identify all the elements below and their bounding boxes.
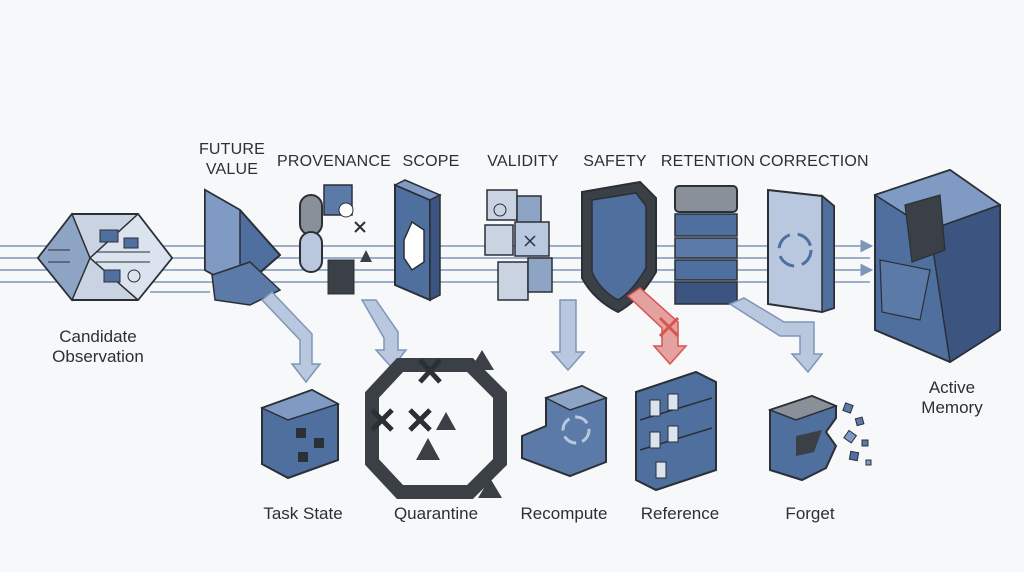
validity-gate-icon <box>484 189 553 301</box>
gate-label-correction: CORRECTION <box>759 153 869 170</box>
branch-label-task-state: Task State <box>263 504 343 523</box>
provenance-gate-icon <box>299 184 372 295</box>
gate-label-retention: RETENTION <box>660 153 756 170</box>
correction-gate-icon <box>767 188 835 314</box>
gate-label-future-value: FUTURE VALUE <box>198 141 266 178</box>
branch-label-forget: Forget <box>785 504 835 523</box>
active-memory-label: Active Memory <box>921 378 983 417</box>
gate-label-scope: SCOPE <box>402 153 460 170</box>
reference-icon <box>635 370 717 492</box>
safety-gate-icon <box>581 180 657 314</box>
candidate-observation-icon <box>36 212 174 302</box>
branch-arrows <box>260 290 824 384</box>
retention-gate-icon <box>674 185 738 305</box>
task-state-icon <box>260 388 340 480</box>
scope-gate-icon <box>393 179 442 302</box>
gate-label-validity: VALIDITY <box>487 153 559 170</box>
gate-label-provenance: PROVENANCE <box>276 153 392 170</box>
rejected-arrow <box>626 287 688 366</box>
branch-label-reference: Reference <box>640 504 720 523</box>
branch-label-recompute: Recompute <box>520 504 608 523</box>
gate-label-safety: SAFETY <box>583 153 647 170</box>
future-value-gate-icon <box>204 188 282 306</box>
quarantine-icon <box>365 350 507 499</box>
forget-icon <box>767 394 872 482</box>
candidate-observation-label: Candidate Observation <box>52 327 144 366</box>
branch-label-quarantine: Quarantine <box>393 504 479 523</box>
active-memory-icon <box>873 168 1002 364</box>
recompute-icon <box>521 384 608 478</box>
